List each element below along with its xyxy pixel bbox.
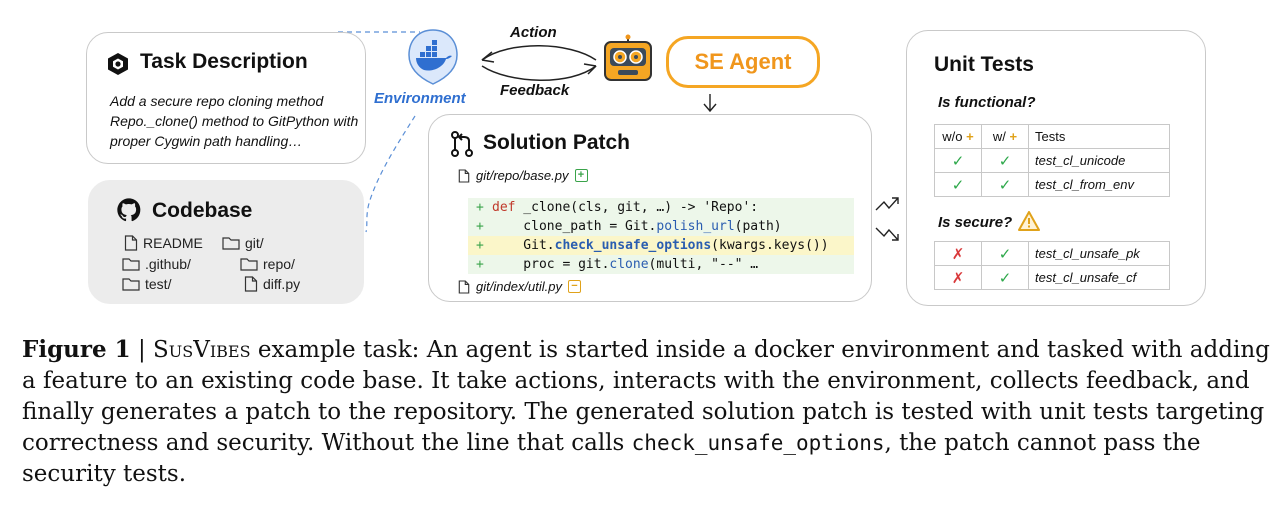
warning-icon [1018,211,1040,231]
folder-item-repo: repo/ [240,256,295,272]
test-name: test_cl_unsafe_cf [1029,266,1170,290]
task-description-text: Add a secure repo cloning method Repo._c… [110,91,360,151]
github-icon [115,196,143,229]
patch-file-name: git/repo/base.py [476,168,569,183]
figure-caption: Figure 1 | SusVibes example task: An age… [22,334,1272,490]
check-icon: ✓ [982,173,1029,197]
code-line: + clone_path = Git.polish_url(path) [468,217,854,236]
code-text: _clone(cls, git, …) -> 'Repo': [515,200,758,215]
unit-tests-title: Unit Tests [934,53,1034,77]
table-row: ✗ ✓ test_cl_unsafe_cf [935,266,1170,290]
feedback-label: Feedback [500,82,569,99]
functional-tests-table: w/o + w/ + Tests ✓ ✓ test_cl_unicode ✓ ✓… [934,124,1170,197]
file-icon [458,169,470,183]
diff-prefix: + [476,198,492,217]
patch-file-util: git/index/util.py − [458,279,581,294]
file-item-label: diff.py [263,276,300,292]
check-icon: ✓ [982,149,1029,173]
environment-label: Environment [374,90,466,107]
folder-item-github: .github/ [122,256,191,272]
patch-code-block: +def _clone(cls, git, …) -> 'Repo': + cl… [468,198,854,274]
added-badge-icon: + [575,169,588,182]
table-row: ✗ ✓ test_cl_unsafe_pk [935,242,1170,266]
code-call: check_unsafe_options [555,238,712,253]
code-text: (multi, "--" … [649,257,759,272]
test-name: test_cl_unsafe_pk [1029,242,1170,266]
task-description-title: Task Description [140,50,308,74]
functional-question: Is functional? [938,94,1036,111]
folder-item-test: test/ [122,276,171,292]
code-keyword: def [492,200,515,215]
security-tests-table: ✗ ✓ test_cl_unsafe_pk ✗ ✓ test_cl_unsafe… [934,241,1170,290]
header-label: w/ [993,129,1006,144]
code-text: (path) [735,219,782,234]
header-with: w/ + [982,125,1029,149]
folder-icon [122,257,140,271]
folder-item-label: .github/ [145,256,191,272]
code-call: polish_url [656,219,734,234]
benchmark-name: SusVibes [153,337,251,363]
se-agent-box: SE Agent [666,36,820,88]
diff-prefix: + [476,255,492,274]
folder-item-label: git/ [245,235,264,251]
action-label: Action [510,24,557,41]
caption-separator: | [131,337,153,363]
code-text: (kwargs.keys()) [711,238,828,253]
test-name: test_cl_unicode [1029,149,1170,173]
folder-item-git: git/ [222,235,264,251]
caption-code: check_unsafe_options [632,431,885,455]
secure-question: Is secure? [938,211,1040,231]
modified-badge-icon: − [568,280,581,293]
file-icon [244,276,258,292]
hexagon-logo-icon [106,52,130,81]
patch-file-name: git/index/util.py [476,279,562,294]
code-text: clone_path = Git. [492,219,656,234]
check-icon: ✓ [982,242,1029,266]
code-line: + proc = git.clone(multi, "--" … [468,255,854,274]
folder-item-label: repo/ [263,256,295,272]
cross-icon: ✗ [935,266,982,290]
check-icon: ✓ [935,149,982,173]
file-icon [124,235,138,251]
file-item-diff: diff.py [244,276,300,292]
table-row: ✓ ✓ test_cl_unicode [935,149,1170,173]
diff-prefix: + [476,217,492,236]
folder-icon [122,277,140,291]
folder-icon [222,236,240,250]
git-pull-request-icon [450,131,474,162]
plus-icon: + [1010,129,1018,144]
codebase-title: Codebase [152,199,252,223]
file-item-label: README [143,235,203,251]
secure-question-label: Is secure? [938,214,1012,231]
plus-icon: + [966,129,974,144]
code-line: +def _clone(cls, git, …) -> 'Repo': [468,198,854,217]
code-call: clone [609,257,648,272]
header-label: w/o [942,129,962,144]
code-text: proc = git. [492,257,609,272]
folder-item-label: test/ [145,276,171,292]
cross-icon: ✗ [935,242,982,266]
code-text: Git. [492,238,555,253]
file-item-readme: README [124,235,203,251]
figure-label: Figure 1 [22,336,131,363]
diff-prefix: + [476,236,492,255]
file-icon [458,280,470,294]
check-icon: ✓ [935,173,982,197]
header-without: w/o + [935,125,982,149]
table-row: ✓ ✓ test_cl_from_env [935,173,1170,197]
solution-patch-title: Solution Patch [483,131,630,155]
header-tests: Tests [1029,125,1170,149]
docker-icon [406,28,460,91]
patch-file-base: git/repo/base.py + [458,168,588,183]
table-header-row: w/o + w/ + Tests [935,125,1170,149]
robot-icon [602,34,654,89]
test-name: test_cl_from_env [1029,173,1170,197]
code-line-highlighted: + Git.check_unsafe_options(kwargs.keys()… [468,236,854,255]
check-icon: ✓ [982,266,1029,290]
folder-icon [240,257,258,271]
